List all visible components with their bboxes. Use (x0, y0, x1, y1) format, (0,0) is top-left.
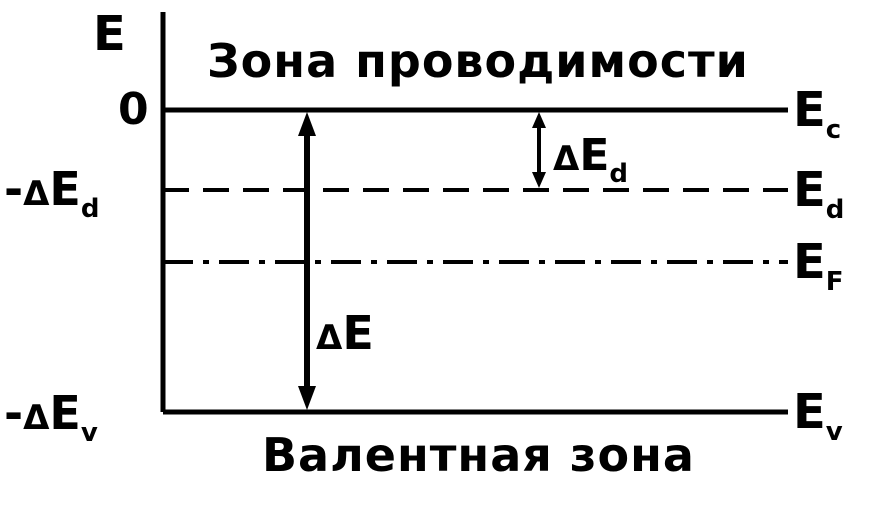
ec-label: Ec (793, 86, 841, 143)
energy-symbol: E (793, 82, 826, 138)
donor-gap-label: ΔEd (553, 134, 629, 189)
ed-label: Ed (793, 166, 844, 223)
delta-symbol: Δ (23, 174, 50, 214)
ev-label: Ev (793, 388, 843, 445)
energy-symbol: E (579, 130, 610, 181)
delta-symbol: Δ (23, 398, 50, 438)
energy-symbol: E (793, 384, 826, 440)
energy-symbol: E (49, 162, 81, 216)
minus-sign: - (4, 386, 24, 440)
energy-symbol: E (342, 306, 374, 360)
subscript: d (609, 159, 629, 189)
donor-level-left-label: -ΔEd (4, 166, 99, 222)
band-gap-arrowhead-top (298, 112, 316, 136)
energy-symbol: E (793, 162, 826, 218)
delta-symbol: Δ (316, 318, 343, 358)
conduction-zone-label: Зона проводимости (207, 34, 749, 88)
axis-title: E (93, 6, 126, 62)
subscript: c (825, 115, 842, 145)
donor-gap-arrowhead-bottom (532, 172, 546, 188)
axis-zero-label: 0 (118, 84, 149, 135)
subscript: d (825, 195, 845, 225)
energy-symbol: E (793, 234, 826, 290)
valence-level-left-label: -ΔEv (4, 390, 98, 446)
subscript: v (80, 418, 98, 448)
valence-zone-label: Валентная зона (262, 428, 695, 482)
donor-gap-arrowhead-top (532, 112, 546, 128)
band-gap-arrowhead-bottom (298, 386, 316, 410)
delta-symbol: Δ (553, 139, 580, 179)
ef-label: EF (793, 238, 844, 295)
band-gap-label: ΔE (316, 310, 374, 356)
subscript: v (825, 417, 843, 447)
subscript: F (825, 267, 844, 297)
minus-sign: - (4, 162, 24, 216)
subscript: d (80, 194, 100, 224)
energy-symbol: E (49, 386, 81, 440)
